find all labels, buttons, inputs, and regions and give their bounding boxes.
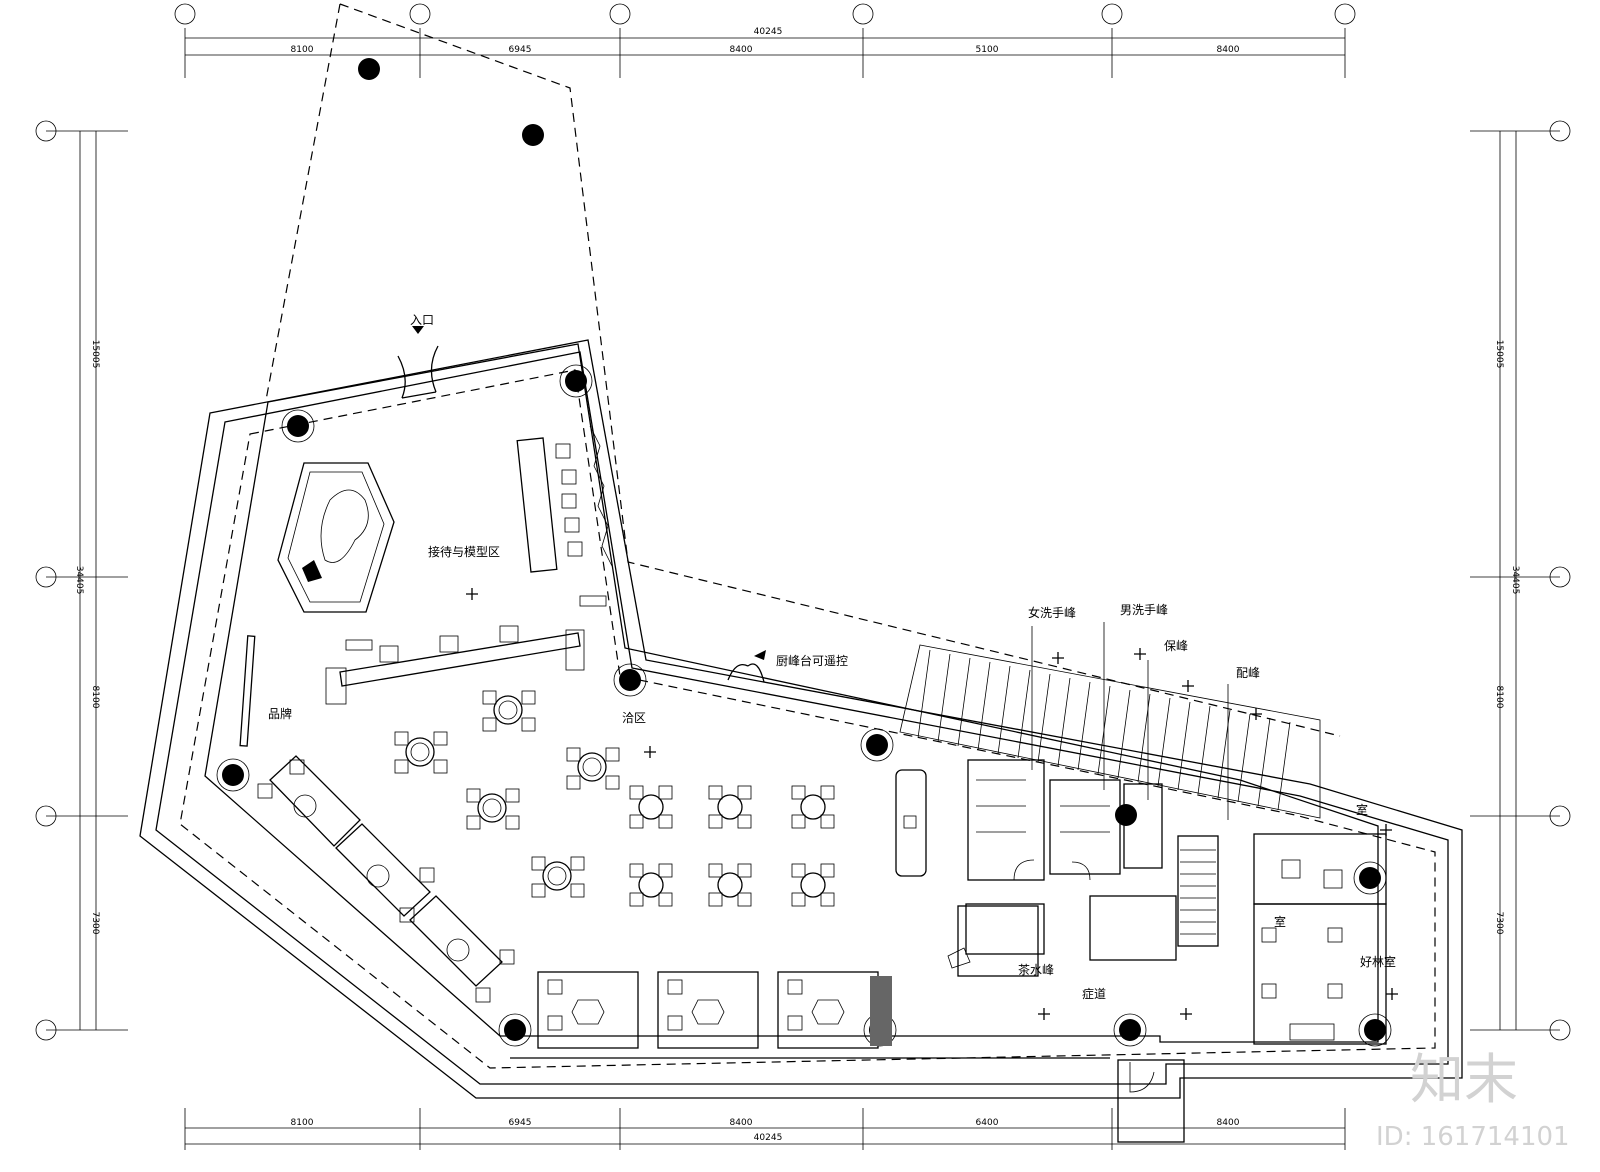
reception-desk [516, 425, 613, 573]
restroom-block [965, 759, 1177, 961]
dim-top-bay-2: 6945 [509, 45, 532, 55]
dim-left-bay-1: 15005 [90, 340, 100, 369]
dim-left-bay-3: 7300 [90, 912, 100, 935]
watermark-logo: 知末 [1410, 1048, 1518, 1111]
women-wc-label: 女洗手峰 [1028, 605, 1076, 620]
dim-bottom-bay-4: 6400 [976, 1118, 999, 1128]
chairs-left-cluster [394, 690, 620, 898]
dim-top-bay-1: 8100 [291, 45, 314, 55]
exterior-stairs [899, 644, 1321, 819]
distribution-label: 配峰 [1236, 666, 1260, 680]
dim-bottom-bay-2: 6945 [509, 1118, 532, 1128]
office2-label: 室 [1274, 914, 1286, 929]
booths-south [537, 971, 892, 1049]
dim-bottom-bay-5: 8400 [1217, 1118, 1240, 1128]
dim-top-bay-4: 5100 [976, 45, 999, 55]
dim-right-bay-3: 7300 [1494, 912, 1504, 935]
tea-room-label: 茶水峰 [1018, 962, 1054, 977]
rear-door[interactable] [1117, 1059, 1185, 1143]
corridor-label: 症道 [1082, 986, 1106, 1001]
dim-top-bay-5: 8400 [1217, 45, 1240, 55]
side-door[interactable] [727, 663, 765, 683]
vip-room-label: 好林室 [1360, 954, 1396, 969]
bar-counter [895, 769, 927, 877]
dim-top-bay-3: 8400 [730, 45, 753, 55]
brand-wall [239, 635, 256, 747]
door-note-arrow [754, 650, 766, 660]
table-group-right [629, 785, 835, 907]
building-ceiling-line [179, 369, 1436, 1069]
dim-bottom-bay-3: 8400 [730, 1118, 753, 1128]
ceiling-lights [644, 648, 1398, 1020]
entrance-door[interactable] [397, 326, 439, 399]
dimension-bottom: 8100 6945 8400 6400 8400 40245 [184, 1108, 1346, 1150]
booths-south-west [257, 755, 515, 1003]
dim-bottom-total: 40245 [754, 1133, 783, 1143]
tea-room [947, 905, 1039, 977]
reception-label: 接待与模型区 [428, 544, 500, 559]
ceiling-light-1 [466, 588, 478, 600]
door-note-label: 厨峰台可遥控 [776, 653, 848, 668]
dim-bottom-bay-1: 8100 [291, 1118, 314, 1128]
site-boundary-north [339, 3, 1341, 737]
office-label: 室 [1356, 802, 1368, 817]
model-display-table [277, 462, 395, 613]
round-tables-left [405, 695, 607, 891]
dimension-top: 40245 8100 6945 8400 5100 8400 [174, 3, 1356, 78]
site-boundary-west [265, 3, 341, 401]
negotiation-label: 洽区 [622, 711, 646, 725]
building-outer-wall [139, 339, 1463, 1099]
office-rooms [1253, 833, 1387, 1045]
dim-right-total: 34405 [1510, 566, 1520, 595]
dimension-right: 34405 15005 8100 7300 [1470, 120, 1571, 1041]
dimension-left: 34405 15005 8100 7300 [35, 120, 128, 1041]
dim-right-bay-1: 15005 [1494, 340, 1504, 369]
interior-wall [204, 343, 1379, 1043]
dim-left-total: 34405 [74, 566, 84, 595]
dim-top-total: 40245 [754, 27, 783, 37]
brand-label: 品牌 [268, 707, 292, 721]
building-inner-wall [155, 351, 1449, 1085]
interior-stair [1177, 835, 1219, 947]
dim-left-bay-2: 8100 [90, 686, 100, 709]
entrance-label: 入口 [410, 313, 434, 327]
dim-right-bay-2: 8100 [1494, 686, 1504, 709]
men-wc-label: 男洗手峰 [1120, 603, 1168, 617]
display-wall [325, 595, 607, 705]
watermark-id: ID: 161714101 [1376, 1122, 1570, 1152]
cleaning-label: 保峰 [1164, 639, 1188, 653]
